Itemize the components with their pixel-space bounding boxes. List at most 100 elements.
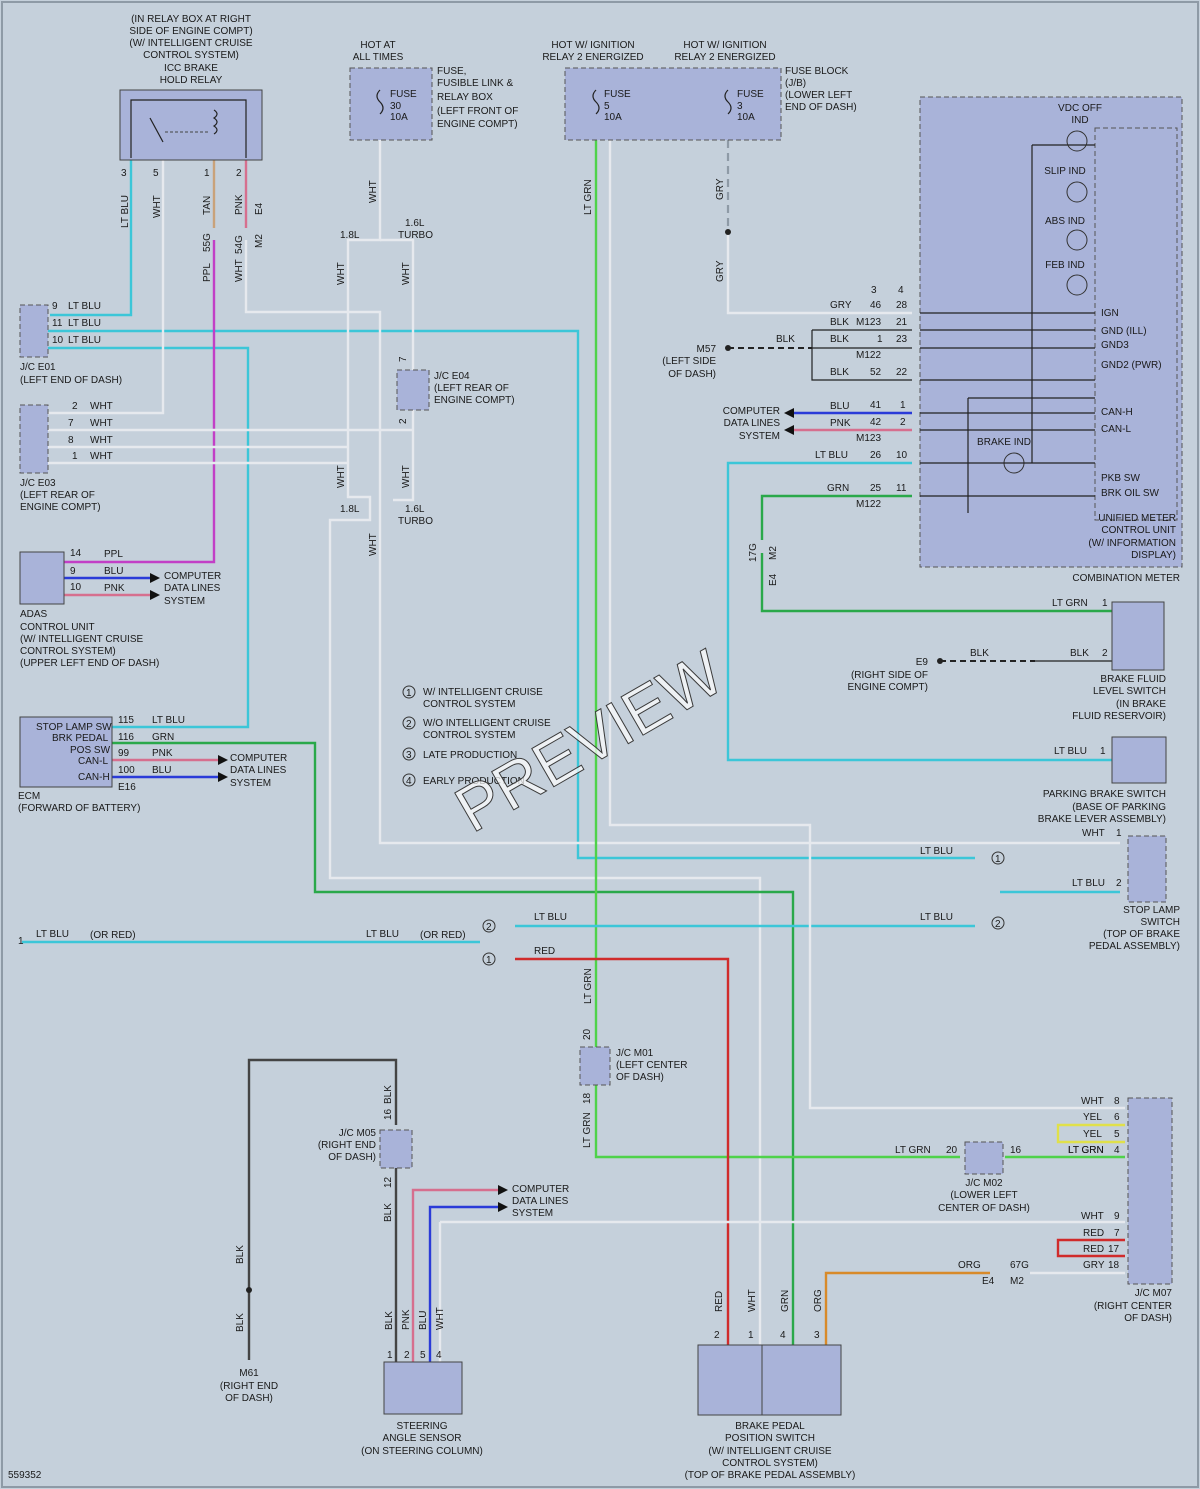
svg-text:SIDE OF ENGINE COMPT): SIDE OF ENGINE COMPT): [129, 26, 252, 37]
svg-text:SYSTEM: SYSTEM: [512, 1208, 553, 1219]
svg-text:4: 4: [898, 285, 904, 296]
svg-text:(IN RELAY BOX AT RIGHT: (IN RELAY BOX AT RIGHT: [131, 14, 251, 25]
svg-text:PPL: PPL: [202, 263, 213, 282]
svg-text:CONTROL UNIT: CONTROL UNIT: [20, 622, 95, 633]
svg-text:1: 1: [1116, 828, 1122, 839]
svg-text:LT GRN: LT GRN: [1052, 598, 1088, 609]
svg-text:COMPUTER: COMPUTER: [230, 753, 287, 764]
svg-text:OF DASH): OF DASH): [616, 1072, 664, 1083]
svg-text:UNIFIED METER: UNIFIED METER: [1098, 513, 1176, 524]
splice-17g-texts: 17G E4 M2: [748, 543, 779, 586]
svg-text:5: 5: [604, 101, 610, 112]
jc-m07-texts: WHT 8 YEL 6 YEL 5 LT GRN 4 WHT 9 RED 7 R…: [1068, 1096, 1172, 1324]
svg-text:25: 25: [870, 483, 882, 494]
svg-text:TAN: TAN: [202, 196, 213, 215]
svg-text:WHT: WHT: [234, 259, 245, 282]
svg-text:1: 1: [406, 688, 412, 699]
svg-text:WHT: WHT: [401, 465, 412, 488]
svg-text:CONTROL SYSTEM): CONTROL SYSTEM): [722, 1458, 818, 1469]
svg-text:LT BLU: LT BLU: [68, 335, 101, 346]
svg-text:12: 12: [383, 1176, 394, 1188]
svg-text:LATE PRODUCTION: LATE PRODUCTION: [423, 750, 517, 761]
svg-text:(W/ INTELLIGENT CRUISE: (W/ INTELLIGENT CRUISE: [708, 1446, 831, 1457]
svg-text:GND (ILL): GND (ILL): [1101, 326, 1147, 337]
svg-text:LT BLU: LT BLU: [152, 715, 185, 726]
svg-text:11: 11: [896, 483, 907, 494]
ecm-arrow-blu: [218, 772, 228, 782]
svg-text:2: 2: [1116, 878, 1122, 889]
svg-text:(TOP OF BRAKE: (TOP OF BRAKE: [1103, 929, 1180, 940]
svg-text:WHT: WHT: [90, 401, 113, 412]
svg-text:1.8L: 1.8L: [340, 230, 360, 241]
svg-text:2: 2: [72, 401, 78, 412]
svg-text:WHT: WHT: [90, 418, 113, 429]
ecm-texts: STOP LAMP SW BRK PEDAL POS SW CAN-L CAN-…: [18, 715, 287, 814]
jc-m05-texts: BLK 16 12 BLK J/C M05 (RIGHT END OF DASH…: [318, 1085, 394, 1222]
meter-arrow-pnk: [784, 425, 794, 435]
svg-text:4: 4: [780, 1330, 786, 1341]
parking-brake-switch-box: [1111, 736, 1167, 784]
svg-text:1: 1: [748, 1330, 754, 1341]
jc-e03-texts: 2 7 8 1 WHT WHT WHT WHT J/C E03 (LEFT RE…: [20, 401, 113, 513]
svg-text:3: 3: [814, 1330, 820, 1341]
svg-text:LT GRN: LT GRN: [582, 1112, 593, 1148]
jc-m02-box: [964, 1141, 1004, 1175]
steering-arrow-pnk: [498, 1185, 508, 1195]
svg-text:BLK: BLK: [1070, 648, 1089, 659]
svg-text:BLK: BLK: [970, 648, 989, 659]
svg-text:WHT: WHT: [368, 533, 379, 556]
svg-text:9: 9: [52, 301, 58, 312]
svg-text:M57: M57: [697, 344, 717, 355]
svg-text:2: 2: [406, 719, 412, 730]
adas-box: [19, 551, 65, 605]
svg-text:J/C M01: J/C M01: [616, 1048, 654, 1059]
svg-text:POS SW: POS SW: [70, 745, 111, 756]
svg-text:100: 100: [118, 765, 135, 776]
svg-text:(UPPER LEFT END OF DASH): (UPPER LEFT END OF DASH): [20, 658, 159, 669]
svg-text:16: 16: [1010, 1145, 1022, 1156]
svg-text:17G: 17G: [748, 543, 759, 562]
svg-text:67G: 67G: [1010, 1260, 1029, 1271]
svg-text:VDC OFF: VDC OFF: [1058, 103, 1102, 114]
svg-text:HOLD RELAY: HOLD RELAY: [160, 75, 223, 86]
svg-text:ALL TIMES: ALL TIMES: [353, 52, 404, 63]
svg-text:1: 1: [1102, 598, 1108, 609]
svg-text:CAN-H: CAN-H: [1101, 407, 1133, 418]
svg-text:STEERING: STEERING: [396, 1421, 447, 1432]
brake-pedal-switch-box: [697, 1344, 842, 1416]
svg-text:(RIGHT END: (RIGHT END: [220, 1381, 278, 1392]
svg-text:(RIGHT SIDE OF: (RIGHT SIDE OF: [851, 670, 928, 681]
icc-brake-hold-relay: [119, 89, 263, 161]
svg-text:BRAKE IND: BRAKE IND: [977, 437, 1031, 448]
svg-text:10: 10: [52, 335, 64, 346]
svg-text:1: 1: [1100, 746, 1106, 757]
svg-text:(LEFT SIDE: (LEFT SIDE: [662, 356, 716, 367]
svg-text:10A: 10A: [390, 112, 408, 123]
svg-text:SWITCH: SWITCH: [1141, 917, 1180, 928]
svg-text:RED: RED: [714, 1291, 725, 1312]
svg-text:28: 28: [896, 300, 908, 311]
svg-text:ICC BRAKE: ICC BRAKE: [164, 63, 218, 74]
svg-text:DATA LINES: DATA LINES: [512, 1196, 569, 1207]
svg-text:26: 26: [870, 450, 882, 461]
svg-text:11: 11: [52, 318, 63, 329]
svg-text:(ON STEERING COLUMN): (ON STEERING COLUMN): [361, 1446, 483, 1457]
svg-text:J/C E03: J/C E03: [20, 478, 56, 489]
svg-text:BRAKE LEVER ASSEMBLY): BRAKE LEVER ASSEMBLY): [1038, 814, 1166, 825]
svg-text:FUSE: FUSE: [737, 89, 764, 100]
splice-dot-gry: [725, 229, 731, 235]
svg-text:WHT: WHT: [1081, 1211, 1104, 1222]
svg-text:BRAKE FLUID: BRAKE FLUID: [1100, 674, 1166, 685]
svg-text:WHT: WHT: [1082, 828, 1105, 839]
svg-text:LT BLU: LT BLU: [366, 929, 399, 940]
jc-e01-box: [19, 304, 49, 358]
fuse-link-box: [349, 67, 433, 141]
svg-text:PARKING BRAKE SWITCH: PARKING BRAKE SWITCH: [1043, 789, 1166, 800]
svg-text:42: 42: [870, 417, 882, 428]
svg-text:22: 22: [896, 367, 908, 378]
svg-text:ABS IND: ABS IND: [1045, 216, 1085, 227]
svg-text:HOT W/ IGNITION: HOT W/ IGNITION: [551, 40, 634, 51]
adas-arrow-blu: [150, 573, 160, 583]
svg-text:PPL: PPL: [104, 549, 123, 560]
